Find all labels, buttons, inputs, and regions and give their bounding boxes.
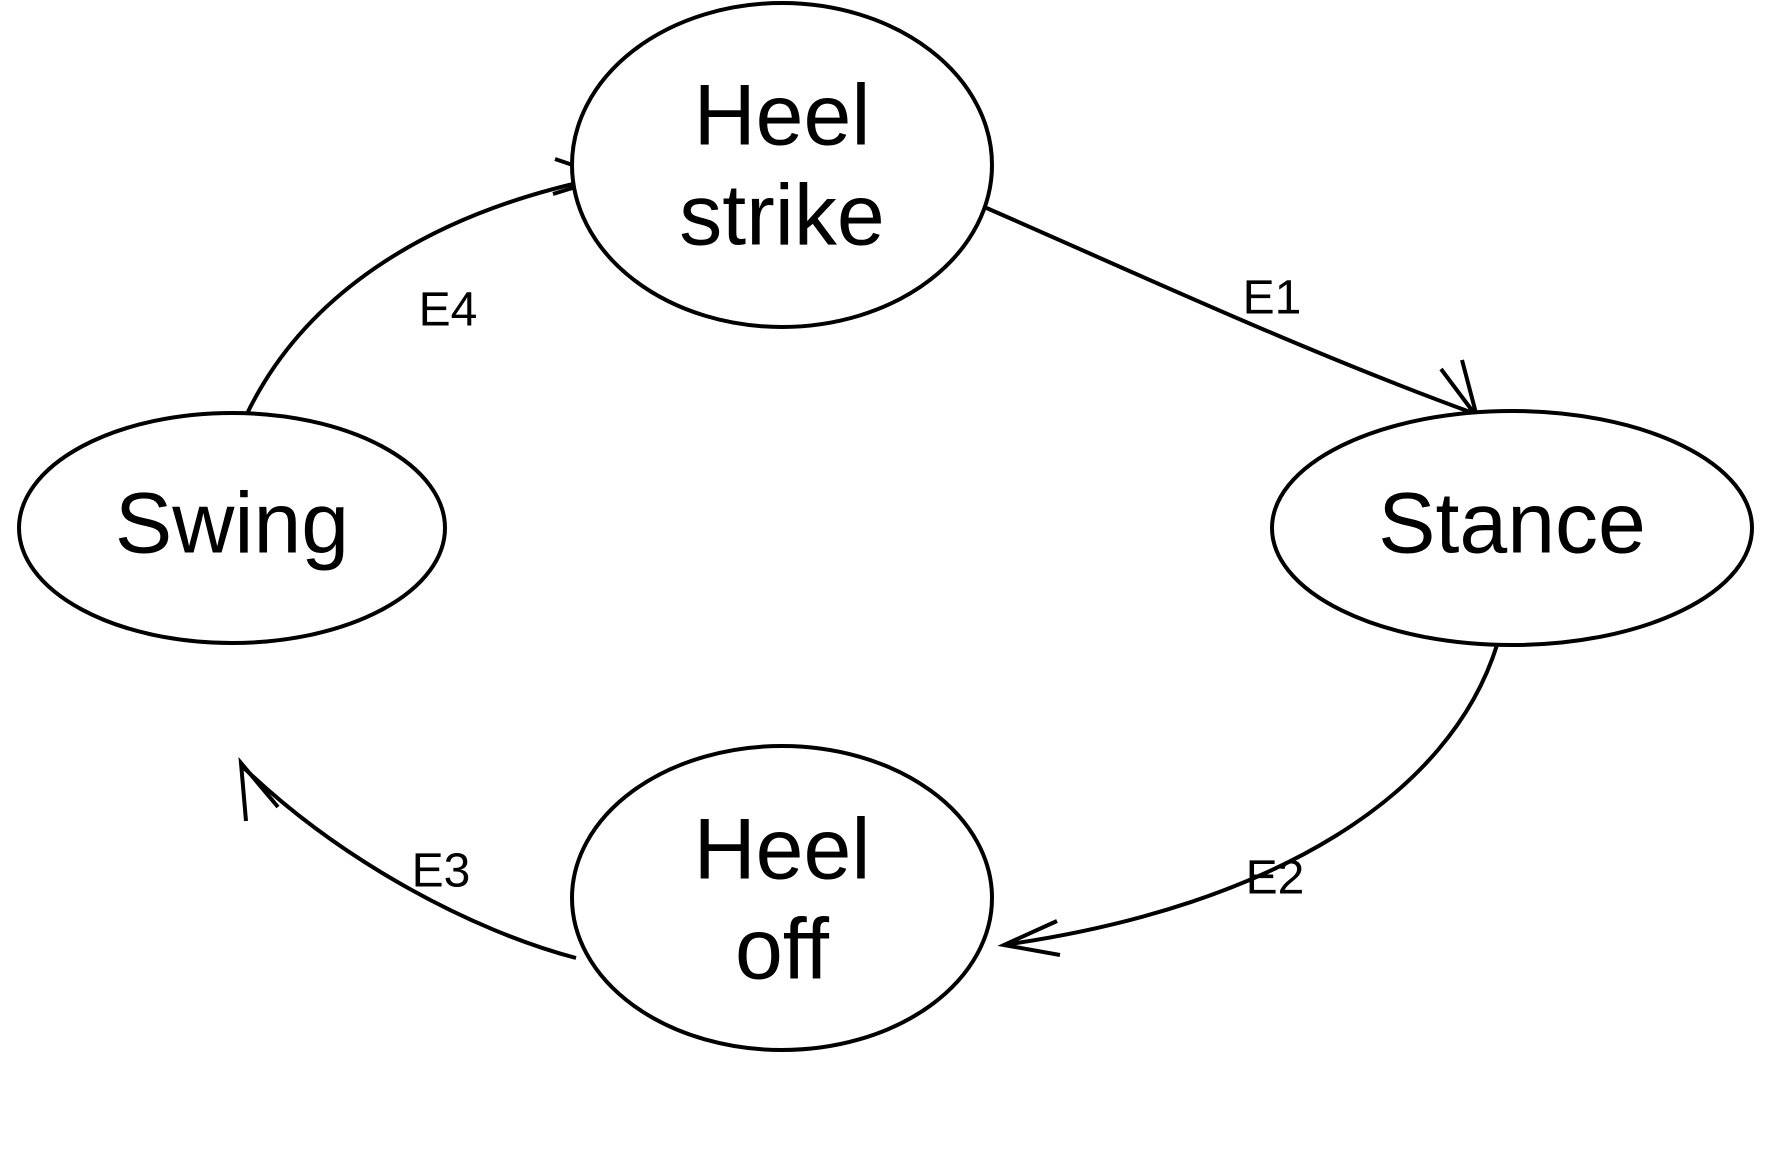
state-ellipse-heel-off[interactable] xyxy=(570,744,994,1052)
state-label-swing: Swing xyxy=(115,476,349,572)
state-label-heel-off-line1: Heel xyxy=(694,802,871,898)
state-label-heel-off-line2: off xyxy=(735,902,830,998)
transition-e4-label: E4 xyxy=(419,284,478,337)
state-ellipse-heel-strike[interactable] xyxy=(570,1,994,329)
state-ellipse-stance[interactable] xyxy=(1270,409,1754,647)
state-node-swing[interactable]: Swing xyxy=(17,411,447,645)
transition-e3[interactable]: E3 xyxy=(238,756,577,960)
transition-e3-label: E3 xyxy=(412,845,471,898)
transition-e4-path xyxy=(243,176,601,419)
transition-e3-arrowhead xyxy=(238,756,280,822)
transition-e1-label: E1 xyxy=(1243,272,1302,325)
state-ellipse-swing[interactable] xyxy=(17,411,447,645)
transition-e2-path xyxy=(1009,644,1499,946)
transition-e2-label: E2 xyxy=(1246,852,1305,905)
state-node-heel-off[interactable]: Heel off xyxy=(570,744,994,1052)
state-node-heel-strike[interactable]: Heel strike xyxy=(570,1,994,329)
transition-e1-path xyxy=(974,201,1474,415)
transition-e2[interactable]: E2 xyxy=(997,644,1499,957)
transition-e3-path xyxy=(242,766,577,960)
transition-e1[interactable]: E1 xyxy=(974,201,1479,419)
state-node-stance[interactable]: Stance xyxy=(1270,409,1754,647)
transition-e4[interactable]: E4 xyxy=(243,157,615,419)
transition-e2-arrowhead xyxy=(997,919,1061,957)
state-label-stance: Stance xyxy=(1378,476,1646,572)
state-label-heel-strike-line2: strike xyxy=(679,168,884,264)
state-label-heel-strike-line1: Heel xyxy=(694,68,871,164)
